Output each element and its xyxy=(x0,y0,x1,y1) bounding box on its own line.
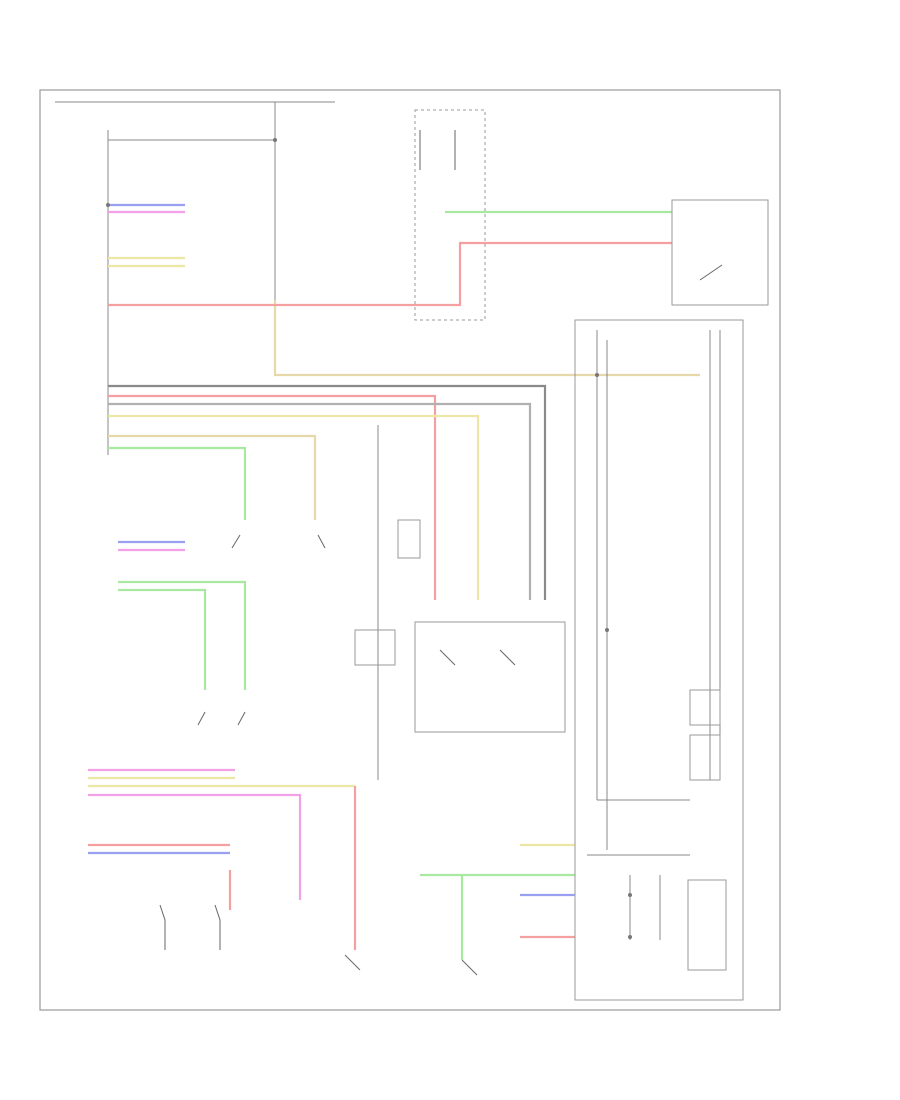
right-inner-box-1 xyxy=(689,689,721,726)
junction-dot xyxy=(106,203,110,207)
switch-lower-left xyxy=(197,711,206,726)
wire-pink-vertical xyxy=(88,793,302,900)
junction-dot xyxy=(595,373,599,377)
switch-bottom-1 xyxy=(159,904,166,950)
relay-switch-1 xyxy=(439,649,456,666)
wire-red-bundle xyxy=(108,394,437,600)
switch-mid-left xyxy=(231,534,241,549)
relay-box xyxy=(414,621,566,733)
wire-green-branch xyxy=(108,446,247,520)
switch-bottom-3 xyxy=(344,954,361,971)
junction-dot xyxy=(628,893,632,897)
small-component xyxy=(397,519,421,559)
junction-dot xyxy=(605,628,609,632)
relay-left xyxy=(354,629,396,666)
bottom-right-box xyxy=(687,879,727,971)
relay-switch-2 xyxy=(499,649,516,666)
switch-lower-right xyxy=(237,711,246,726)
right-module xyxy=(574,319,744,1001)
junction-dot xyxy=(628,935,632,939)
switch-bottom-2 xyxy=(214,904,221,950)
tan-wire-main xyxy=(273,300,700,377)
diagram-frame xyxy=(39,89,781,1011)
switch-box-top xyxy=(414,109,486,321)
wire-gray-bundle-2 xyxy=(108,402,532,600)
switch-bottom-4 xyxy=(461,959,478,976)
module-top-right xyxy=(671,199,769,306)
wire-yellow-bundle xyxy=(108,414,480,600)
right-inner-box-2 xyxy=(689,734,721,781)
module-switch xyxy=(699,264,723,281)
wire-gray-bundle xyxy=(108,384,547,600)
wire-red-long xyxy=(108,241,672,307)
wire-green-3 xyxy=(118,580,247,690)
junction-dot xyxy=(273,138,277,142)
switch-mid-right xyxy=(317,534,326,549)
wire-green-4 xyxy=(118,588,207,690)
wire-tan-branch xyxy=(108,434,317,520)
